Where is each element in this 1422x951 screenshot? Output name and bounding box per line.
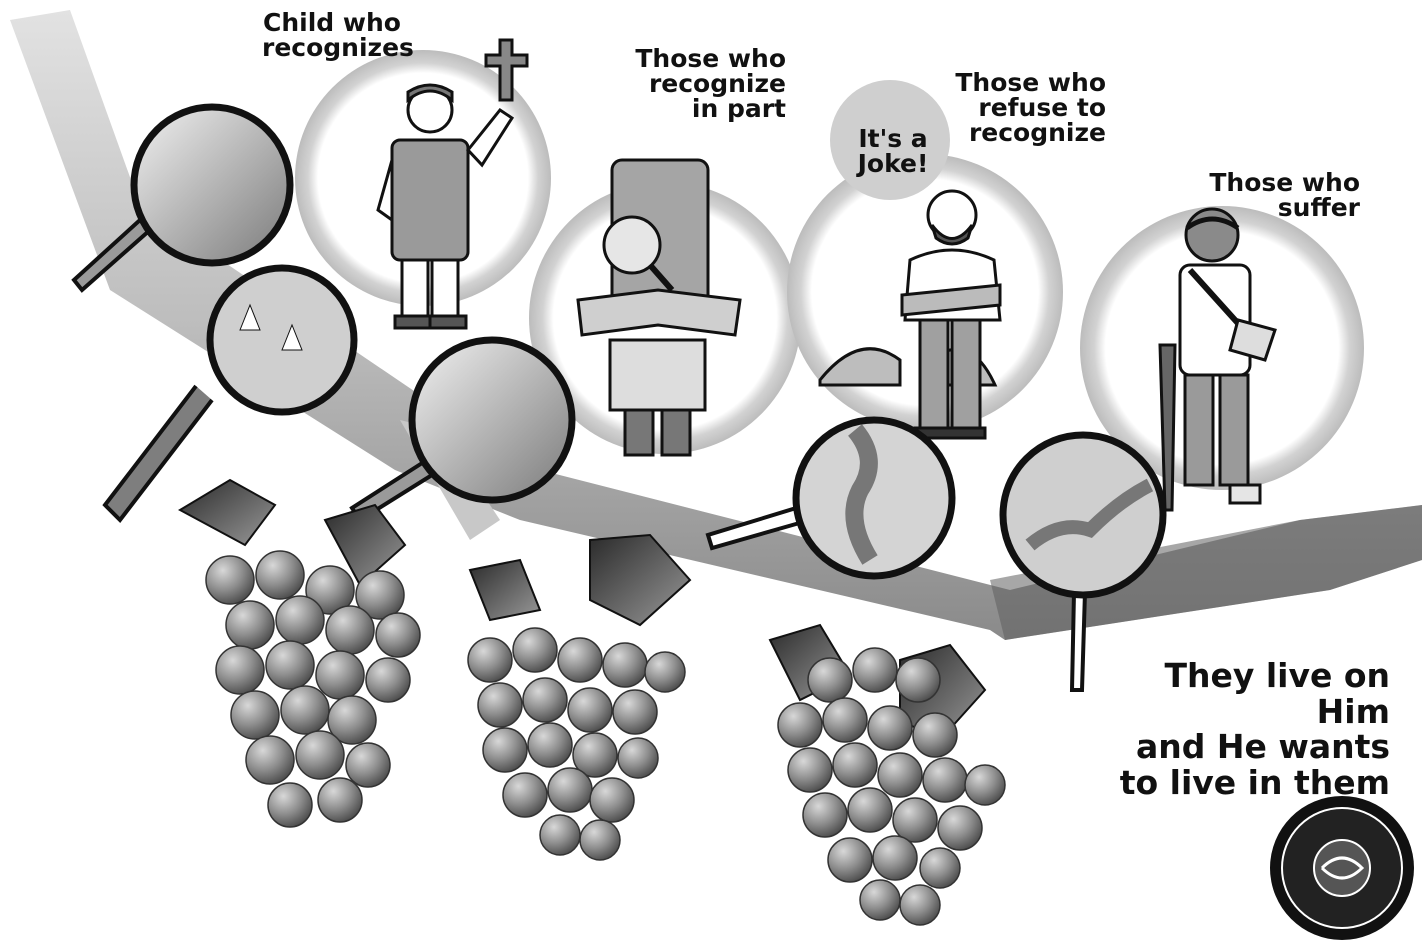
magnifying-glass-icon [1003,435,1163,690]
grape-cluster-icon [468,535,690,860]
caption-they-live-on-him: They live on Him and He wants to live in… [1098,658,1390,801]
label-child-who-recognizes: Child who recognizes [262,10,402,60]
grape-cluster-icon [770,625,1005,925]
label-those-who-recognize-in-part: Those who recognize in part [630,46,786,121]
seal-logo-icon [1270,796,1414,940]
speech-bubble-joke: It's a Joke! [848,126,938,176]
label-those-who-suffer: Those who suffer [1198,170,1360,220]
grape-cluster-icon [180,480,420,827]
label-those-who-refuse-to-recognize: Those who refuse to recognize [950,70,1106,145]
